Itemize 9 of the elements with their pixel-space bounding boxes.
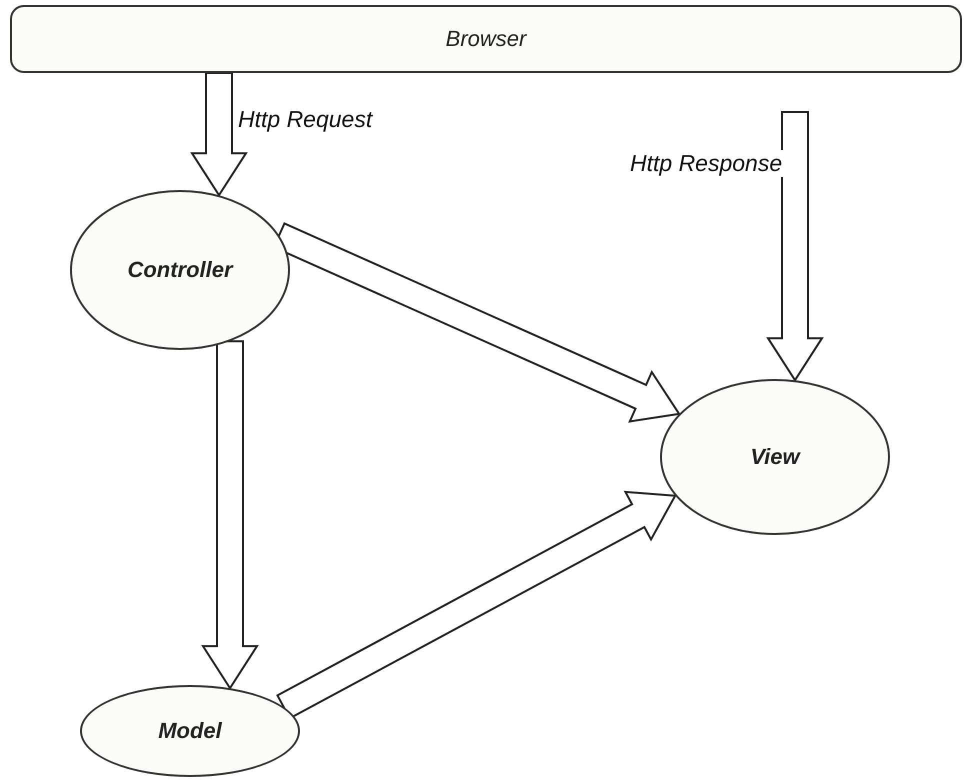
node-label: Model <box>158 718 222 744</box>
edge-label: Http Response <box>628 150 784 177</box>
block-arrow <box>766 111 824 382</box>
node-label: View <box>750 444 800 470</box>
block-arrow <box>190 72 248 198</box>
node-label: Browser <box>446 26 526 52</box>
browser-box <box>10 5 962 73</box>
block-arrow <box>201 340 259 690</box>
node-label: Controller <box>127 257 233 283</box>
